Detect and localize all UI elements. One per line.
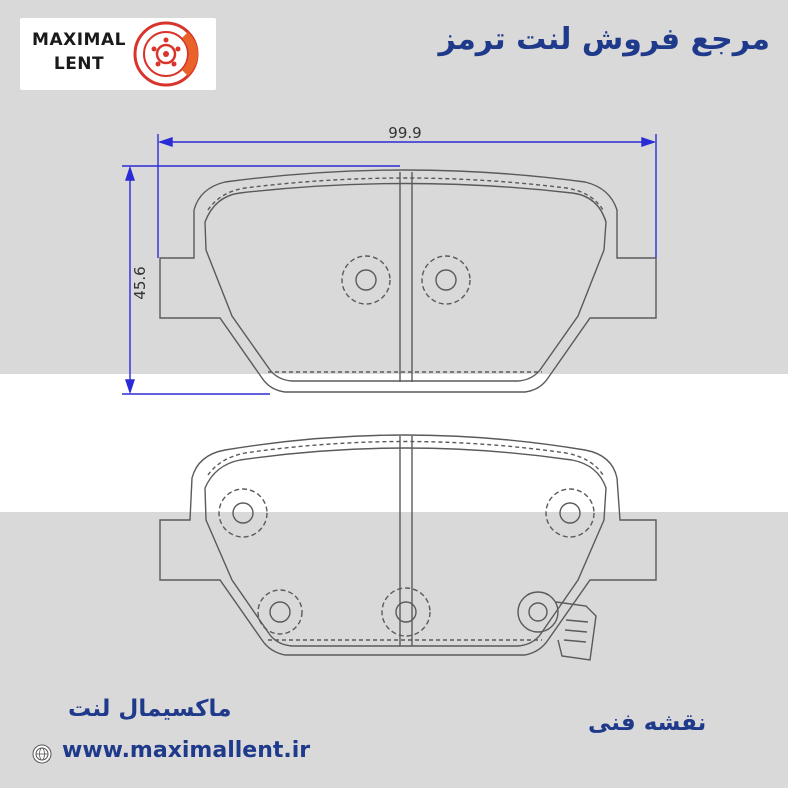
globe-icon — [32, 744, 52, 764]
logo-wordmark: MAXIMAL LENT — [26, 28, 132, 76]
width-dimension-label: 99.9 — [388, 124, 421, 142]
top-pad — [159, 169, 657, 393]
page-title: مرجع فروش لنت ترمز — [438, 22, 770, 57]
brand-logo: MAXIMAL LENT — [20, 18, 216, 90]
bottom-pad — [159, 434, 657, 661]
white-band — [0, 374, 788, 512]
brake-disc-icon — [133, 21, 199, 87]
logo-line-2: LENT — [53, 54, 105, 74]
height-dimension — [122, 165, 400, 395]
width-dimension — [157, 134, 657, 258]
website-link[interactable]: www.maximallent.ir — [62, 738, 311, 763]
height-dimension-label: 45.6 — [131, 266, 149, 299]
logo-line-1: MAXIMAL — [32, 30, 126, 50]
brand-name: ماکسیمال لنت — [68, 696, 232, 722]
technical-drawing-label: نقشه فنی — [588, 710, 707, 736]
